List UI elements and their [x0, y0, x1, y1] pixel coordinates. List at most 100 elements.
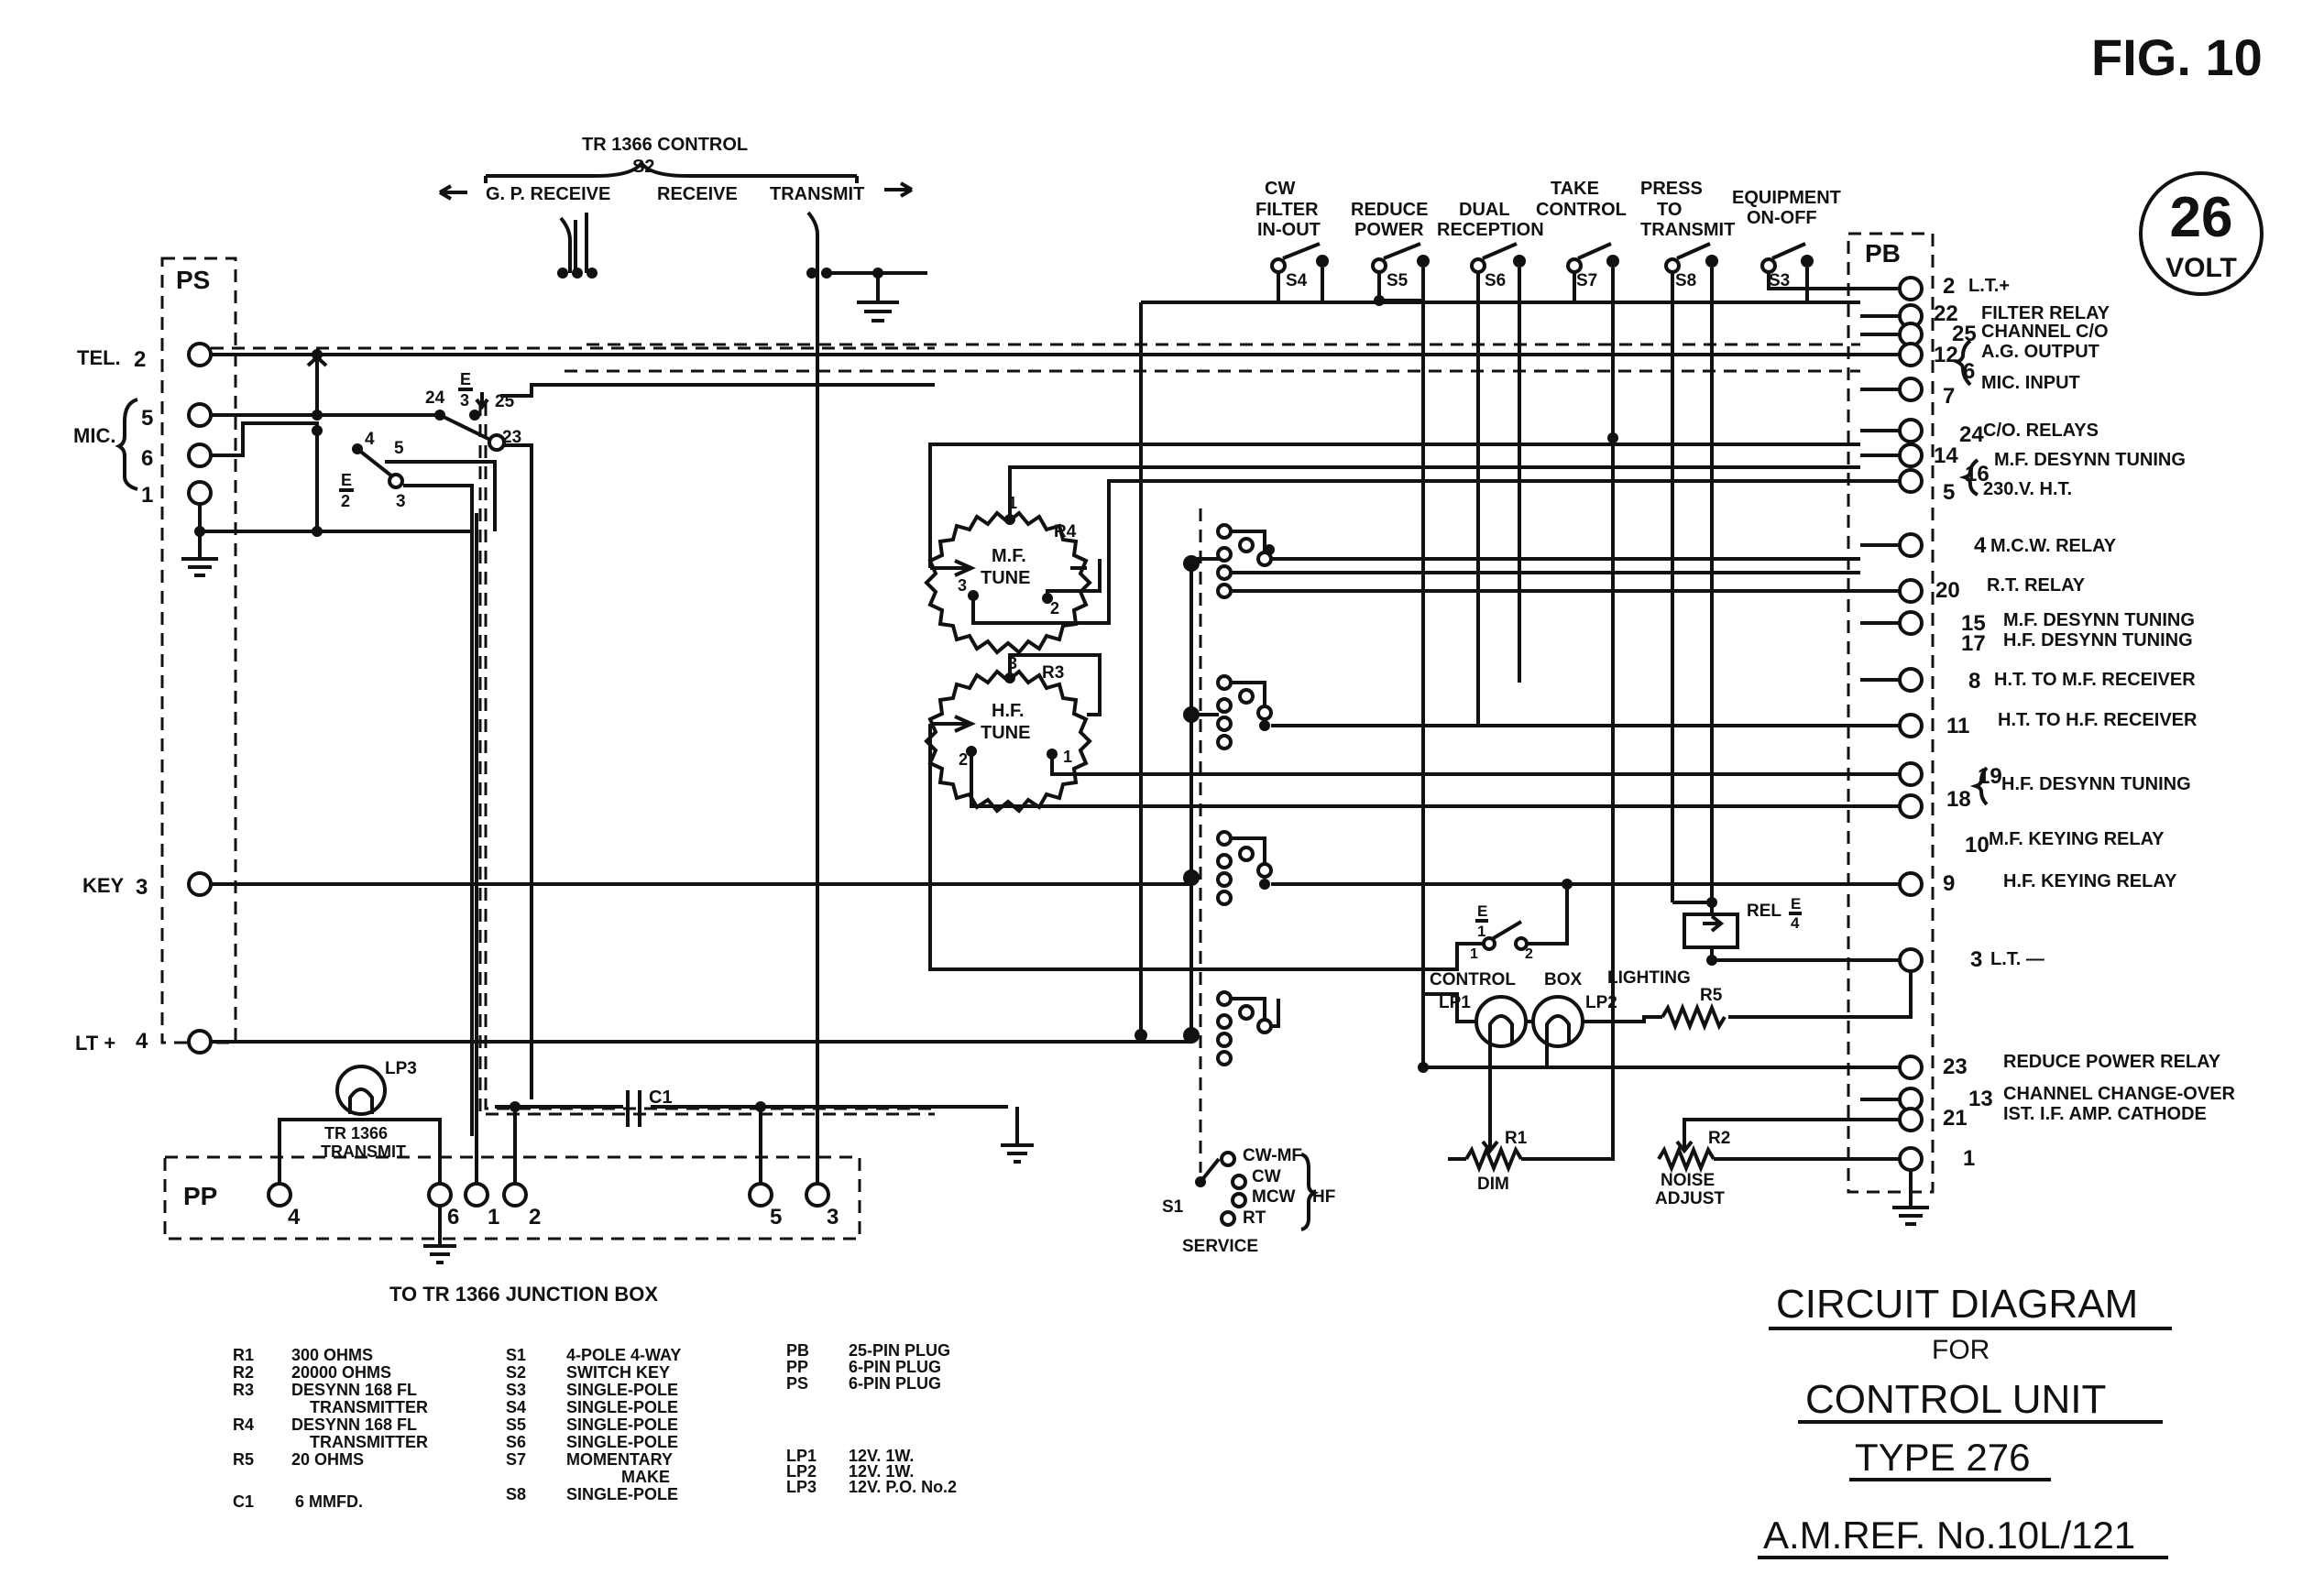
- pb-pin-number: 24: [1959, 422, 1984, 447]
- tr-control-title: TR 1366 CONTROL: [582, 135, 748, 155]
- relay-e4-rel: REL: [1747, 902, 1781, 921]
- pb-pin-label: FILTER RELAY: [1981, 303, 2110, 323]
- hf-tune-line2: TUNE: [981, 723, 1030, 743]
- hf-tune-p3: 3: [1008, 654, 1017, 672]
- pb-pin-terminal: [1898, 578, 1924, 604]
- r2-id: R2: [1708, 1129, 1730, 1148]
- s1-cw: CW: [1252, 1167, 1281, 1186]
- legend-value: TRANSMITTER: [310, 1398, 428, 1416]
- hf-tune-line1: H.F.: [992, 701, 1025, 721]
- pb-pin-terminal: [1898, 468, 1924, 494]
- s7-id: S7: [1576, 271, 1597, 290]
- legend-id: R2: [233, 1363, 254, 1382]
- s1-switch: CW-MF CW MCW RT HF S1 SERVICE: [1162, 1146, 1335, 1256]
- legend-id: S1: [506, 1346, 526, 1364]
- ps-mic-1: 1: [141, 483, 153, 508]
- lighting-box: BOX: [1544, 970, 1583, 989]
- legend-id: C1: [233, 1492, 254, 1511]
- pb-pin-number: 18: [1946, 787, 1971, 812]
- r5-label: R5: [1700, 986, 1723, 1005]
- ps-tel-label: TEL.: [77, 346, 121, 369]
- pp-pin-5: 5: [770, 1205, 782, 1230]
- s3-top: EQUIPMENT: [1732, 188, 1841, 208]
- r1-label: DIM: [1477, 1175, 1509, 1194]
- r2-label1: NOISE: [1661, 1171, 1715, 1190]
- pb-pin-number: 21: [1943, 1106, 1968, 1131]
- r2-noise: R2 NOISE ADJUST: [1655, 1118, 1860, 1208]
- s1-group-4: [1135, 990, 1280, 1066]
- pb-pin-label: REDUCE POWER RELAY: [2003, 1052, 2221, 1072]
- switch-e1: E 1 1 2: [930, 879, 1573, 971]
- ps-mic-6: 6: [141, 446, 153, 471]
- pb-pin-terminal: [1898, 418, 1924, 443]
- relay-e2-4: 4: [365, 430, 375, 449]
- mf-tune-line2: TUNE: [981, 568, 1030, 588]
- pb-pin-label: 230.V. H.T.: [1983, 479, 2072, 499]
- pb-pin-terminal: [1898, 532, 1924, 558]
- pb-pin-label: L.T. —: [1990, 949, 2044, 969]
- legend-value: 4-POLE 4-WAY: [566, 1346, 681, 1364]
- pb-pin-label: H.T. TO M.F. RECEIVER: [1994, 670, 2196, 690]
- pb-pin-terminal: [1898, 1107, 1924, 1132]
- relay-e2-3: 3: [396, 492, 406, 511]
- relay-e2-5: 5: [394, 439, 404, 458]
- legend-value: 20000 OHMS: [291, 1363, 391, 1382]
- pp-label: PP: [183, 1182, 217, 1210]
- pb-pin-label: MIC. INPUT: [1981, 373, 2080, 393]
- pb-pin-terminal: [1898, 610, 1924, 636]
- s8-top: PRESS: [1640, 179, 1703, 199]
- pb-pin-terminal: [1898, 276, 1924, 301]
- s1-service: SERVICE: [1182, 1237, 1258, 1256]
- pb-pin-number: 25: [1952, 322, 1977, 346]
- lp3-line1: TR 1366: [324, 1124, 388, 1142]
- ps-plug: PS TEL. 2 MIC. 5 6 1 KEY 3 LT + 4: [73, 257, 237, 1055]
- pb-pin-terminal: [1898, 947, 1924, 973]
- gp-receive-label: G. P. RECEIVE: [486, 184, 610, 204]
- legend-id: PS: [786, 1374, 808, 1393]
- pb-pin-label: H.F. DESYNN TUNING: [2003, 630, 2193, 650]
- s1-group-1: [1183, 523, 1860, 599]
- legend-id: S6: [506, 1433, 526, 1451]
- legend-value: 300 OHMS: [291, 1346, 373, 1364]
- pb-pin-terminal: [1898, 871, 1924, 897]
- r1-dim: R1 DIM: [1448, 1129, 1540, 1194]
- s8-id: S8: [1675, 271, 1696, 290]
- s1-wafer: CW-MF CW MCW RT HF S1 SERVICE: [1135, 508, 1860, 1256]
- pb-plug: PB: [1847, 232, 1935, 1226]
- ps-key-label: KEY: [82, 874, 125, 897]
- legend-value: 12V. 1W.: [849, 1447, 914, 1465]
- switch-e1-p1: 1: [1470, 946, 1478, 962]
- s1-hf: HF: [1312, 1187, 1335, 1207]
- title-block: CIRCUIT DIAGRAM FOR CONTROL UNIT TYPE 27…: [1758, 1282, 2172, 1559]
- switch-e1-e: E: [1477, 902, 1487, 920]
- legend-id: S4: [506, 1398, 526, 1416]
- title-line1: CIRCUIT DIAGRAM: [1776, 1282, 2138, 1327]
- volt-badge: 26 VOLT: [2139, 171, 2264, 296]
- ps-label: PS: [176, 266, 210, 294]
- pb-pin-terminal: [1898, 1146, 1924, 1172]
- pb-pin-terminal: [1898, 667, 1924, 693]
- pb-pin-number: 2: [1943, 274, 1955, 299]
- ps-tel-pin: 2: [134, 347, 146, 372]
- pb-pin-brace: [1953, 339, 1972, 387]
- legend-id: PB: [786, 1341, 809, 1360]
- legend-value: 12V. P.O. No.2: [849, 1478, 957, 1496]
- mf-tune: M.F. TUNE R4 1 2 3: [924, 443, 1860, 655]
- left-wiring: 24 E 3 25 23 4 5 E 2 3 C1: [194, 273, 1860, 1191]
- pb-pin-number: 10: [1965, 833, 1990, 858]
- lighting-lighting: LIGHTING: [1607, 968, 1691, 988]
- relay-e3-23: 23: [502, 428, 521, 447]
- hf-tune-p1: 1: [1063, 748, 1072, 766]
- lp3-lamp: LP3 TR 1366 TRANSMIT: [278, 1059, 442, 1184]
- pb-pin-label: R.T. RELAY: [1987, 575, 2086, 596]
- pb-label: PB: [1865, 239, 1901, 268]
- legend-id: LP1: [786, 1447, 817, 1465]
- legend-id: R3: [233, 1381, 254, 1399]
- s1-cwmf: CW-MF: [1243, 1146, 1302, 1165]
- switch-e1-den: 1: [1477, 923, 1485, 940]
- hf-tune: H.F. TUNE R3 1 2 3: [924, 653, 1860, 971]
- pb-pin-terminal: [1898, 377, 1924, 402]
